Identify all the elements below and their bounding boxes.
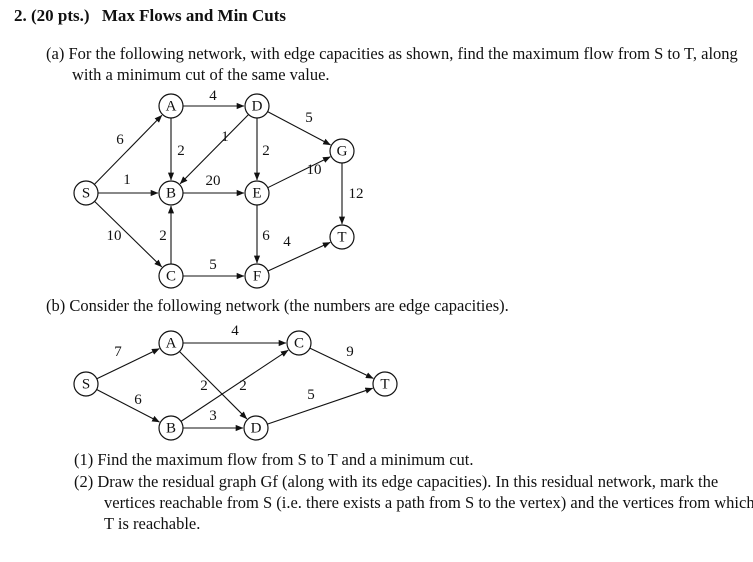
edge-capacity-label: 4: [231, 323, 239, 339]
question-1: (1) Find the maximum flow from S to T an…: [74, 450, 474, 469]
edge-capacity-label: 2: [262, 143, 270, 159]
question-2-line3: T is reachable.: [104, 514, 201, 533]
node-label: B: [166, 186, 176, 202]
node-f: F: [244, 263, 270, 289]
edge-capacity-label: 4: [283, 234, 291, 250]
node-b: B: [158, 180, 184, 206]
node-label: T: [337, 230, 346, 246]
edge-capacity-label: 5: [305, 110, 313, 126]
node-t: T: [372, 371, 398, 397]
node-c: C: [158, 263, 184, 289]
node-label: S: [82, 377, 90, 393]
node-label: D: [252, 99, 263, 115]
problem-number: 2.: [14, 6, 27, 25]
edge-capacity-label: 10: [307, 162, 322, 178]
part-a-text-line2: with a minimum cut of the same value.: [72, 65, 330, 84]
edge-e-g: [267, 156, 331, 189]
edge-capacity-label: 6: [134, 392, 142, 408]
edge-capacity-label: 3: [209, 408, 217, 424]
node-label: A: [166, 336, 177, 352]
node-e: E: [244, 180, 270, 206]
edge-c-t: [309, 347, 374, 379]
node-c: C: [286, 330, 312, 356]
problem-points: (20 pts.): [31, 6, 90, 25]
node-label: B: [166, 421, 176, 437]
edge-capacity-label: 5: [307, 387, 315, 403]
edge-capacity-label: 5: [209, 257, 217, 273]
problem-title: 2. (20 pts.) Max Flows and Min Cuts: [14, 6, 286, 26]
node-label: A: [166, 99, 177, 115]
edge-capacity-label: 1: [221, 129, 229, 145]
question-2-line2: vertices reachable from S (i.e. there ex…: [104, 493, 753, 512]
edge-s-b: [96, 389, 160, 423]
node-s: S: [73, 180, 99, 206]
node-label: T: [380, 377, 389, 393]
edge-capacity-label: 12: [349, 186, 364, 202]
question-2-line1: (2) Draw the residual graph Gf (along wi…: [74, 472, 719, 491]
edge-capacity-label: 7: [114, 344, 122, 360]
edge-capacity-label: 9: [346, 344, 354, 360]
edge-capacity-label: 1: [123, 172, 131, 188]
part-b-text: (b) Consider the following network (the …: [46, 296, 509, 315]
edge-capacity-label: 10: [107, 228, 122, 244]
node-label: F: [253, 269, 261, 285]
edge-capacity-label: 6: [262, 228, 270, 244]
edge-f-t: [267, 241, 331, 272]
edge-a-d: [179, 351, 248, 420]
edge-d-b: [179, 114, 249, 185]
node-label: C: [294, 336, 304, 352]
node-d: D: [244, 93, 270, 119]
node-label: S: [82, 186, 90, 202]
node-a: A: [158, 330, 184, 356]
node-t: T: [329, 224, 355, 250]
edge-capacity-label: 6: [116, 132, 124, 148]
edge-b-c: [180, 349, 289, 422]
problem-heading: Max Flows and Min Cuts: [101, 6, 286, 25]
edge-d-t: [267, 387, 374, 425]
node-label: E: [252, 186, 261, 202]
edge-capacity-label: 2: [239, 378, 247, 394]
node-a: A: [158, 93, 184, 119]
edge-s-c: [94, 200, 163, 268]
edge-capacity-label: 20: [206, 173, 221, 189]
edge-capacity-label: 2: [177, 143, 185, 159]
edge-d-g: [267, 111, 331, 146]
node-b: B: [158, 415, 184, 441]
node-g: G: [329, 138, 355, 164]
edge-capacity-label: 2: [159, 228, 167, 244]
part-a-text-line1: (a) For the following network, with edge…: [46, 44, 738, 63]
node-s: S: [73, 371, 99, 397]
edge-capacity-label: 4: [209, 88, 217, 104]
edge-s-a: [96, 348, 160, 380]
node-label: G: [337, 144, 348, 160]
node-label: D: [251, 421, 262, 437]
edge-s-a: [93, 114, 163, 185]
edge-capacity-label: 2: [200, 378, 208, 394]
node-d: D: [243, 415, 269, 441]
node-label: C: [166, 269, 176, 285]
